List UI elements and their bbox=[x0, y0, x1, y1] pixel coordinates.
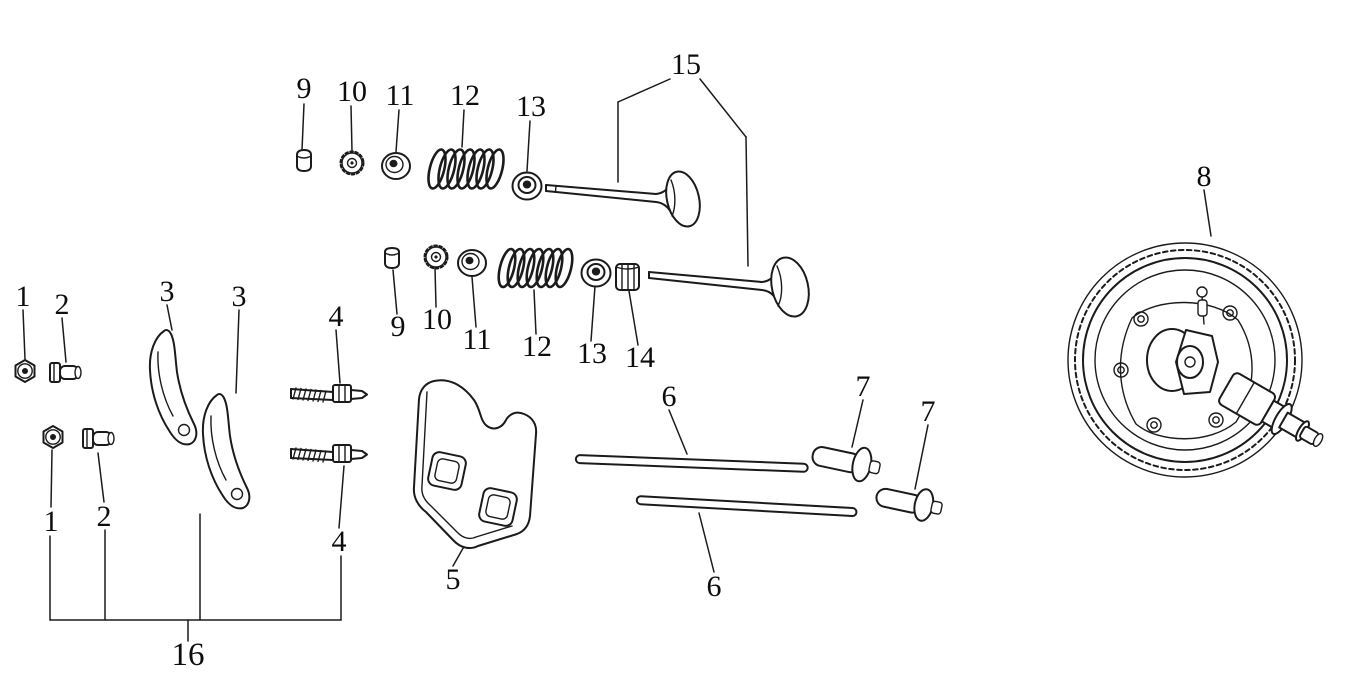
part-13-seat-top bbox=[511, 171, 543, 201]
leader-line bbox=[392, 269, 398, 315]
leader-line bbox=[1203, 189, 1212, 237]
leader-line bbox=[628, 290, 639, 346]
callout-6-upper: 6 bbox=[662, 380, 677, 413]
leader-line bbox=[338, 465, 345, 529]
callout-2-upper: 2 bbox=[55, 288, 70, 321]
part-15-valve-lower bbox=[648, 256, 810, 318]
leader-line bbox=[50, 449, 53, 508]
leader-line bbox=[22, 309, 26, 360]
part-11-retainer-top bbox=[381, 152, 411, 180]
callout-11-top: 11 bbox=[386, 79, 415, 112]
part-10-lock-top bbox=[339, 150, 365, 176]
leader-line bbox=[533, 289, 537, 335]
leader-line bbox=[350, 105, 353, 152]
callout-10-top: 10 bbox=[337, 75, 367, 108]
leader-line bbox=[166, 304, 173, 331]
leader-line bbox=[461, 109, 465, 148]
part-7-tappet-left bbox=[811, 446, 881, 483]
leader-line bbox=[395, 109, 400, 153]
leader-line bbox=[61, 317, 67, 363]
callout-13-lower: 13 bbox=[577, 337, 607, 370]
part-7-tappet-right bbox=[875, 487, 943, 522]
leader-line bbox=[335, 329, 341, 384]
callout-5: 5 bbox=[446, 563, 461, 596]
callout-7-right: 7 bbox=[921, 395, 936, 428]
callout-1-upper: 1 bbox=[16, 280, 31, 313]
part-1-nut-upper bbox=[14, 359, 36, 383]
callout-10-lower: 10 bbox=[422, 303, 452, 336]
part-6-push-rod-lower bbox=[635, 495, 858, 518]
callout-3-right: 3 bbox=[232, 280, 247, 313]
leader-line bbox=[698, 512, 715, 573]
callout-labels: 9 10 11 12 13 15 9 10 11 12 13 14 1 2 3 … bbox=[16, 48, 1212, 673]
leader-line bbox=[526, 120, 531, 172]
callout-1-lower: 1 bbox=[44, 505, 59, 538]
leader-line bbox=[301, 103, 305, 151]
part-8-camshaft-gear bbox=[1067, 242, 1324, 478]
leader-line bbox=[590, 285, 596, 342]
callout-3-left: 3 bbox=[160, 275, 175, 308]
callout-2-lower: 2 bbox=[97, 500, 112, 533]
gear-web-holes bbox=[1113, 305, 1238, 433]
leader-line bbox=[434, 267, 437, 308]
callout-16: 16 bbox=[172, 637, 205, 673]
part-5-guide-plate bbox=[412, 379, 538, 550]
callout-4-lower: 4 bbox=[332, 525, 347, 558]
camshaft-shaft bbox=[1218, 372, 1324, 448]
callout-14: 14 bbox=[625, 341, 655, 374]
part-2-bolt-upper bbox=[49, 362, 82, 383]
leader-lines bbox=[22, 103, 1212, 573]
callout-7-left: 7 bbox=[856, 370, 871, 403]
part-10-lock-lower bbox=[423, 244, 449, 270]
callout-6-lower: 6 bbox=[707, 570, 722, 603]
callout-13-top: 13 bbox=[516, 90, 546, 123]
callout-15: 15 bbox=[671, 48, 701, 81]
part-12-spring-lower bbox=[497, 247, 574, 289]
callout-15-bracket bbox=[617, 78, 749, 267]
gear-top-pin bbox=[1196, 286, 1208, 325]
part-11-retainer-lower bbox=[457, 249, 487, 277]
callout-12-lower: 12 bbox=[522, 330, 552, 363]
part-13-seat-lower bbox=[580, 258, 612, 288]
callout-16-bracket bbox=[49, 513, 342, 642]
part-4-stud-lower bbox=[290, 444, 368, 463]
callout-9-lower: 9 bbox=[391, 310, 406, 343]
callout-4-upper: 4 bbox=[329, 300, 344, 333]
part-3-rocker-arm-left bbox=[148, 329, 198, 446]
leader-line bbox=[235, 309, 240, 394]
part-6-push-rod-upper bbox=[574, 454, 809, 473]
cam-lobes-hub bbox=[1146, 328, 1219, 395]
callout-12-top: 12 bbox=[450, 79, 480, 112]
leader-line bbox=[914, 424, 929, 490]
leader-line bbox=[97, 452, 105, 503]
leader-line bbox=[851, 399, 864, 448]
part-3-rocker-arm-right bbox=[201, 393, 251, 510]
leader-line bbox=[668, 409, 688, 455]
part-14-stem-seal bbox=[615, 263, 640, 291]
part-12-spring-top bbox=[427, 148, 505, 190]
callout-11-lower: 11 bbox=[463, 323, 492, 356]
part-9-cap-top bbox=[296, 149, 312, 172]
callout-8: 8 bbox=[1197, 160, 1212, 193]
part-15-valve-upper bbox=[545, 170, 701, 228]
leader-line bbox=[471, 276, 477, 328]
part-1-nut-lower bbox=[42, 425, 64, 449]
callout-9-top: 9 bbox=[297, 72, 312, 105]
part-9-cap-lower bbox=[384, 247, 400, 269]
part-2-bolt-lower bbox=[82, 428, 115, 449]
part-4-stud-upper bbox=[290, 384, 368, 403]
